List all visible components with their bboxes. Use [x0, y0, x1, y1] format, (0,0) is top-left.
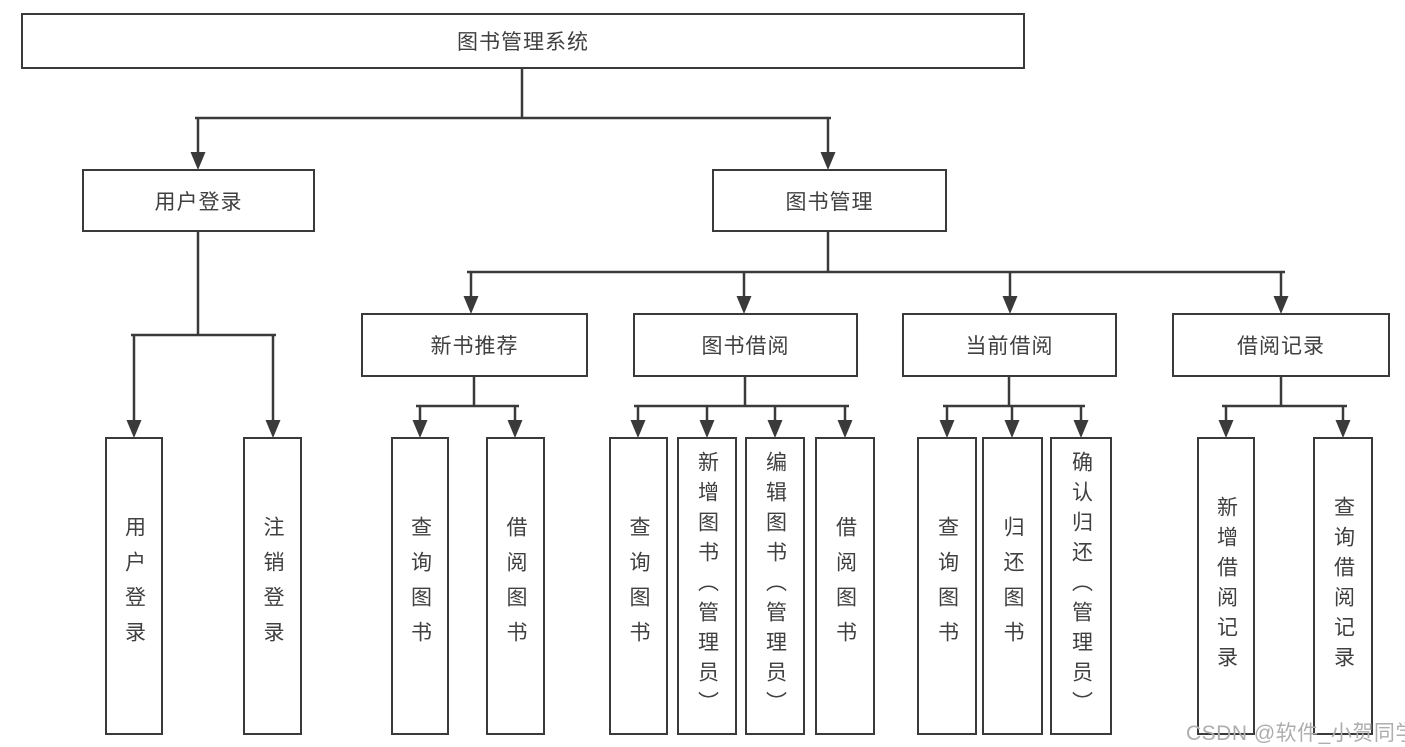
node-user-login: 用户登录 [82, 169, 315, 232]
connector-current-to-children [939, 377, 1089, 438]
connector-record-to-children [1218, 377, 1351, 438]
node-leaf-user-login: 用户登录 [105, 437, 163, 735]
node-book-management: 图书管理 [712, 169, 947, 232]
connector-login-to-children [126, 232, 281, 438]
node-current-borrow: 当前借阅 [902, 313, 1117, 377]
connector-recommend-to-children [412, 377, 523, 438]
connector-mgmt-to-level3 [463, 232, 1289, 314]
node-leaf-return-book: 归还图书 [982, 437, 1043, 735]
node-leaf-confirm-return-admin: 确认归还（管理员） [1050, 437, 1112, 735]
csdn-watermark: CSDN @软件_小贺同学 [1186, 722, 1405, 745]
node-leaf-edit-book-admin: 编辑图书（管理员） [745, 437, 805, 735]
node-borrow-record: 借阅记录 [1172, 313, 1390, 377]
node-leaf-borrow-query-book: 查询图书 [609, 437, 668, 735]
node-leaf-borrow-book: 借阅图书 [815, 437, 875, 735]
node-leaf-current-query-book: 查询图书 [917, 437, 977, 735]
connector-borrow-to-children [630, 377, 853, 438]
node-book-management-system: 图书管理系统 [21, 13, 1025, 69]
node-leaf-add-book-admin: 新增图书（管理员） [677, 437, 737, 735]
node-leaf-recommend-borrow-book: 借阅图书 [486, 437, 545, 735]
node-book-borrow: 图书借阅 [633, 313, 858, 377]
node-new-book-recommend: 新书推荐 [361, 313, 588, 377]
node-leaf-logout: 注销登录 [243, 437, 302, 735]
node-leaf-query-borrow-record: 查询借阅记录 [1313, 437, 1373, 735]
node-leaf-add-borrow-record: 新增借阅记录 [1197, 437, 1255, 735]
connector-root-to-level2 [190, 68, 836, 170]
node-leaf-recommend-query-book: 查询图书 [391, 437, 449, 735]
